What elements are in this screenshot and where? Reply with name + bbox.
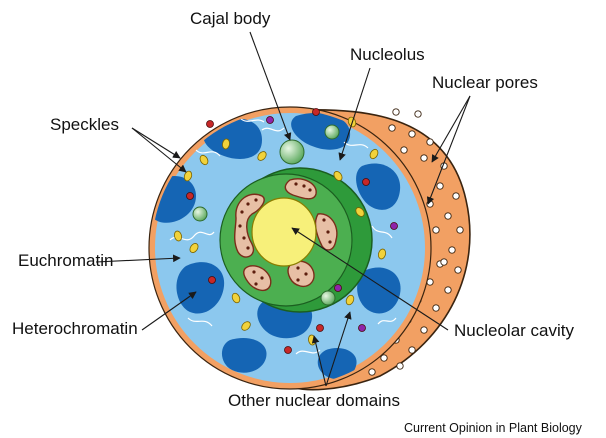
label-other-nuclear-domains: Other nuclear domains <box>228 391 400 410</box>
nuclear-pore <box>369 369 375 375</box>
nuclear-pore <box>445 213 451 219</box>
nuclear-pore <box>455 267 461 273</box>
cajal-body <box>280 140 304 164</box>
nuclear-pore <box>437 183 443 189</box>
label-speckles: Speckles <box>50 115 119 134</box>
nuclear-pore <box>449 247 455 253</box>
nuclear-pore <box>421 327 427 333</box>
figure-credit: Current Opinion in Plant Biology <box>404 421 583 435</box>
nuclear-pore <box>397 363 403 369</box>
label-nucleolar-cavity: Nucleolar cavity <box>454 321 574 340</box>
label-nuclear-pores: Nuclear pores <box>432 73 538 92</box>
nuclear-pore <box>415 111 421 117</box>
label-euchromatin: Euchromatin <box>18 251 113 270</box>
nucleolus <box>220 168 372 312</box>
nuclear-pore <box>389 125 395 131</box>
cajal-body-small <box>193 207 207 221</box>
nuclear-pore <box>427 201 433 207</box>
label-heterochromatin: Heterochromatin <box>12 319 138 338</box>
nuclear-pore <box>441 259 447 265</box>
nuclear-pore <box>445 287 451 293</box>
nuclear-pore <box>409 131 415 137</box>
nuclear-pore <box>421 155 427 161</box>
nuclear-pore <box>433 305 439 311</box>
cajal-body-small <box>325 125 339 139</box>
nuclear-pore <box>453 193 459 199</box>
label-nucleolus: Nucleolus <box>350 45 425 64</box>
label-cajal-body: Cajal body <box>190 9 271 28</box>
nuclear-pore <box>427 139 433 145</box>
nuclear-pore <box>409 347 415 353</box>
nuclear-pore <box>433 227 439 233</box>
nuclear-pore <box>401 147 407 153</box>
nuclear-pore <box>457 227 463 233</box>
nucleolar-cavity <box>252 198 316 266</box>
nuclear-pore <box>393 109 399 115</box>
cajal-body-small <box>321 291 335 305</box>
